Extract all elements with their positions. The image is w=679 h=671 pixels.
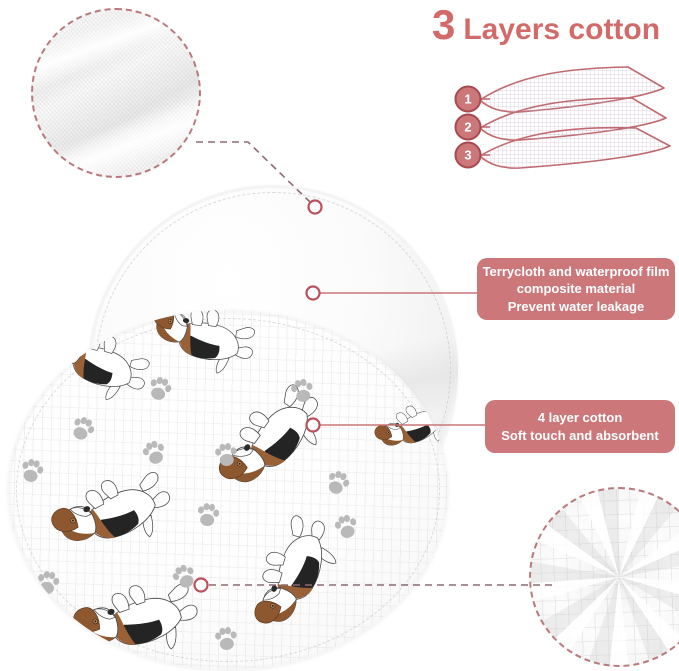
beagle-pattern-artwork xyxy=(18,310,448,670)
page-title: 3 Layers cotton xyxy=(432,4,660,46)
product-beagle-print-mat xyxy=(8,310,448,670)
beagle-motif xyxy=(248,509,347,638)
layer-badge-3-label: 3 xyxy=(464,148,471,163)
layer-badge-2: 2 xyxy=(454,113,482,141)
layer-badge-3: 3 xyxy=(454,141,482,169)
layer-badge-1-label: 1 xyxy=(464,92,471,107)
callout-terrycloth: Terrycloth and waterproof film composite… xyxy=(477,258,675,320)
callout-cotton-line-1: 4 layer cotton xyxy=(537,409,623,425)
paw-print xyxy=(332,512,360,541)
paw-print xyxy=(169,561,200,592)
paw-print xyxy=(323,468,353,498)
beagle-motif xyxy=(45,457,183,575)
terrycloth-fold-highlight xyxy=(33,10,199,176)
paw-print xyxy=(140,438,169,467)
title-number: 3 xyxy=(432,1,455,48)
title-text: Layers cotton xyxy=(463,13,661,46)
paw-print xyxy=(68,413,98,444)
beagle-motif xyxy=(370,390,448,468)
three-layer-fabric-diagram: 1 2 3 xyxy=(454,66,671,169)
beagle-motif xyxy=(211,373,338,510)
fabric-layer-2 xyxy=(479,97,667,141)
paw-print xyxy=(35,569,61,596)
paw-print xyxy=(146,374,174,403)
mat-stitch-edge xyxy=(16,318,440,662)
beagle-motif xyxy=(146,310,259,379)
beagle-motif xyxy=(37,319,155,409)
callout-terrycloth-line-2: composite material xyxy=(516,281,636,297)
callout-terrycloth-line-3: Prevent water leakage xyxy=(507,298,645,314)
layer-badge-1: 1 xyxy=(454,85,482,113)
callout-cotton: 4 layer cotton Soft touch and absorbent xyxy=(485,400,675,453)
layer-badge-2-label: 2 xyxy=(464,120,471,135)
fabric-layer-3 xyxy=(479,126,671,169)
muslin-swirl-highlight xyxy=(531,489,679,665)
callout-cotton-line-2: Soft touch and absorbent xyxy=(501,427,659,443)
paw-print xyxy=(214,625,239,652)
detail-terrycloth-closeup xyxy=(31,8,201,178)
paw-print xyxy=(195,502,221,528)
detail-muslin-closeup xyxy=(529,487,679,667)
callout-terrycloth-line-1: Terrycloth and waterproof film xyxy=(482,263,670,279)
fabric-layer-1 xyxy=(479,66,665,113)
paw-print xyxy=(18,457,46,485)
